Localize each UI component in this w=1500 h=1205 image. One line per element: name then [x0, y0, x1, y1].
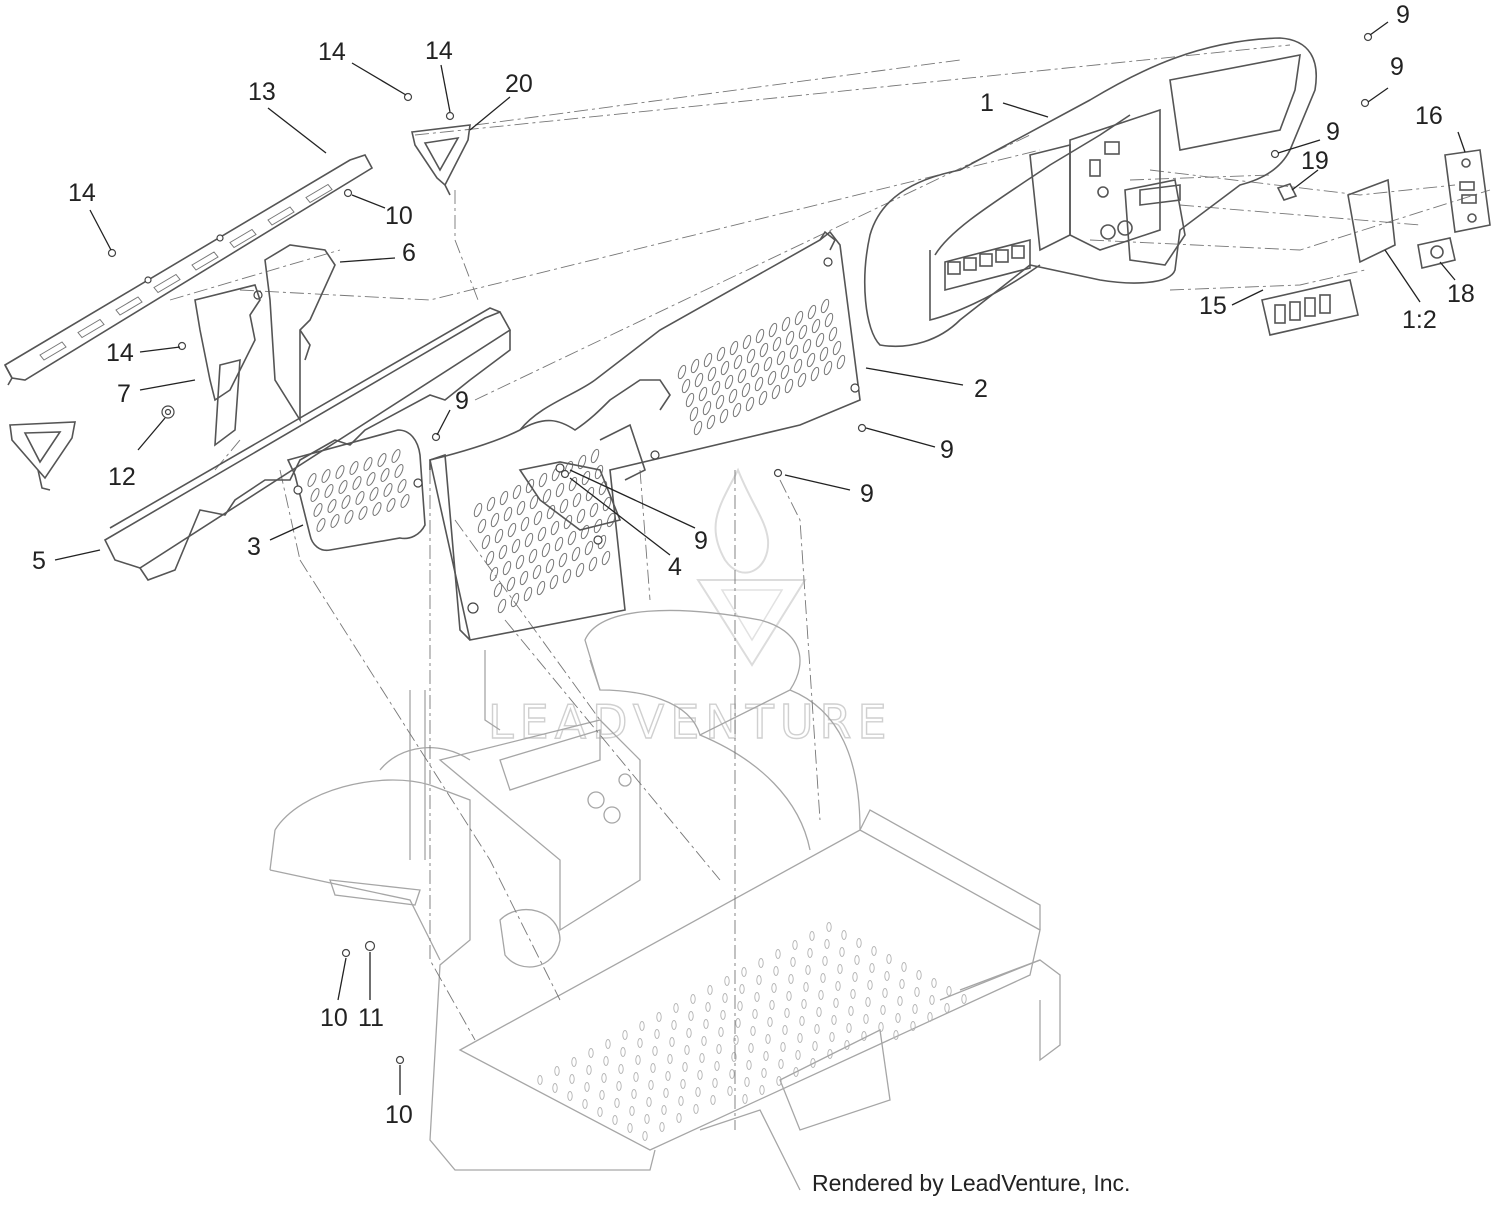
callout-9: 9	[694, 527, 708, 555]
callout-2: 2	[974, 375, 988, 403]
callout-3: 3	[247, 533, 261, 561]
callout-6: 6	[402, 239, 416, 267]
callout-20: 20	[505, 70, 533, 98]
mesh-slot-pattern	[307, 449, 410, 532]
callout-1: 1	[980, 89, 994, 117]
callout-12: 12	[108, 463, 136, 491]
callout-14: 14	[425, 37, 453, 65]
callout-14: 14	[68, 179, 96, 207]
part-7-bracket[interactable]	[194, 284, 261, 447]
part-2-mesh-panel[interactable]	[429, 230, 861, 641]
triangle-bracket-left[interactable]	[9, 421, 76, 491]
part-1-dash-panel[interactable]	[864, 37, 1317, 348]
part-6-bracket[interactable]	[253, 244, 336, 423]
part-5-channel[interactable]	[103, 307, 512, 581]
callout-10: 10	[320, 1004, 348, 1032]
watermark-text: LEADVENTURE	[488, 695, 893, 749]
part-12-nut[interactable]	[161, 405, 175, 419]
render-credit: Rendered by LeadVenture, Inc.	[812, 1170, 1131, 1196]
callout-7: 7	[117, 380, 131, 408]
machine-frame	[269, 609, 1061, 1191]
part-1-2-cover[interactable]	[1347, 178, 1396, 264]
part-18-decal[interactable]	[1417, 237, 1456, 269]
callout-13: 13	[248, 78, 276, 106]
callout-9: 9	[1326, 118, 1340, 146]
callout-11: 11	[358, 1004, 384, 1032]
watermark-logo: LEADVENTURE	[487, 467, 893, 750]
part-3-small-mesh-plate[interactable]	[286, 429, 426, 552]
callout-14: 14	[318, 38, 346, 66]
channel-slot-pattern	[39, 183, 333, 361]
part-20-triangle-bracket[interactable]	[411, 124, 471, 196]
callout-5: 5	[32, 547, 46, 575]
part-13-channel[interactable]	[3, 154, 374, 386]
part-19-block[interactable]	[1276, 183, 1298, 201]
leader-lines	[54, 21, 1466, 1095]
callout-18: 18	[1447, 280, 1475, 308]
callout-10: 10	[385, 1101, 413, 1129]
callout-10: 10	[385, 202, 413, 230]
callout-9: 9	[1396, 1, 1410, 29]
assembly-lines	[169, 44, 1491, 1130]
floor-slot-pattern	[537, 922, 967, 1141]
part-15-switch-plate[interactable]	[1261, 279, 1359, 336]
callout-9: 9	[940, 436, 954, 464]
callout-16: 16	[1415, 102, 1443, 130]
callout-9: 9	[1390, 53, 1404, 81]
callout-15: 15	[1199, 292, 1227, 320]
callout-14: 14	[106, 339, 134, 367]
part-4-plate[interactable]	[518, 461, 622, 531]
part-16-plate[interactable]	[1444, 149, 1491, 233]
callout-9: 9	[860, 480, 874, 508]
callout-labels: 9 9 9 19 1 16 15 1:2 18 2 9 9 9 4 9 3 5 …	[32, 1, 1475, 1129]
mesh-slot-pattern	[473, 298, 846, 614]
callout-19: 19	[1301, 147, 1329, 175]
callout-1-2: 1:2	[1402, 306, 1437, 334]
callout-4: 4	[668, 553, 682, 581]
callout-9: 9	[455, 387, 469, 415]
fasteners	[107, 32, 1373, 1065]
